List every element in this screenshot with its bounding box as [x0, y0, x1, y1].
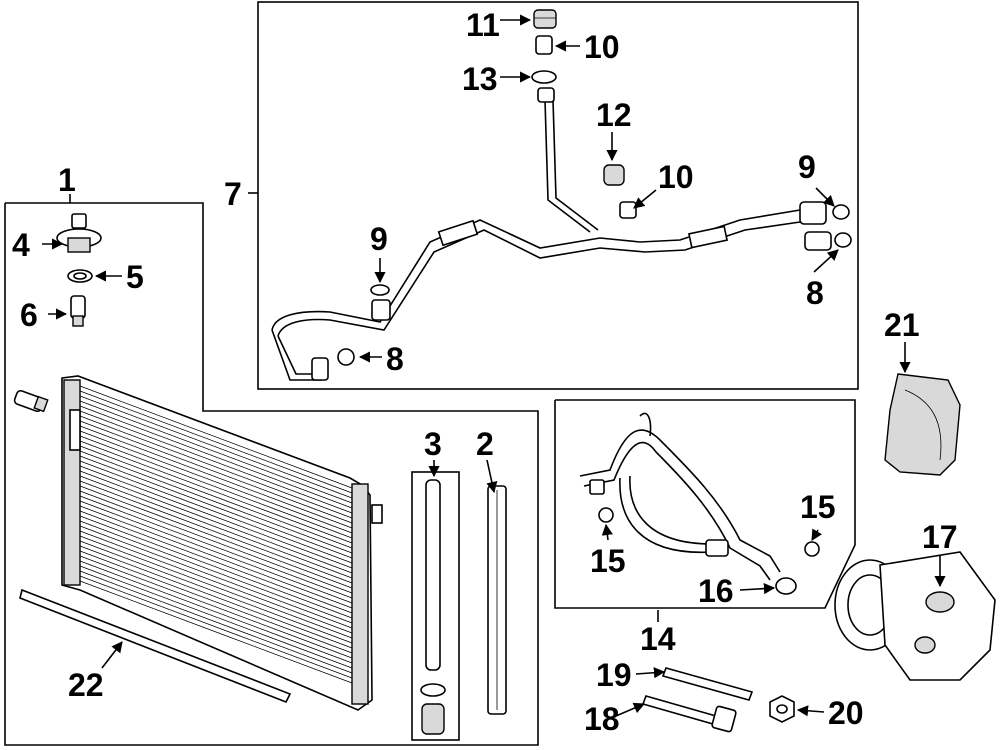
- callout-9-right: 9: [798, 149, 816, 185]
- seal-strip-22: [19, 588, 292, 704]
- condenser: [61, 375, 383, 711]
- condenser-fin: [79, 575, 353, 679]
- condenser-fin: [79, 385, 353, 489]
- condenser-fin: [79, 450, 353, 554]
- callout-16: 16: [698, 573, 734, 609]
- bolt-19: [661, 667, 754, 701]
- condenser-fin: [79, 550, 353, 654]
- callout-22: 22: [68, 667, 104, 703]
- condenser-fin: [79, 570, 353, 674]
- condenser-fin: [79, 580, 353, 684]
- compressor-17: [834, 551, 996, 681]
- condenser-fin: [79, 535, 353, 639]
- leader-lines: [42, 14, 946, 717]
- callout-8-right: 8: [806, 275, 824, 311]
- callout-19: 19: [596, 657, 632, 693]
- condenser-fin: [79, 395, 353, 499]
- condenser-fin: [79, 390, 353, 494]
- callout-20: 20: [828, 695, 864, 731]
- condenser-fin: [79, 430, 353, 534]
- condenser-fin: [79, 505, 353, 609]
- condenser-fin: [79, 555, 353, 659]
- valve-core-6: [70, 295, 86, 327]
- callout-15-right: 15: [800, 489, 836, 525]
- callout-7: 7: [224, 176, 242, 212]
- desiccant-2: [487, 485, 507, 715]
- o-rings-15-16: [598, 507, 820, 595]
- condenser-fin: [79, 540, 353, 644]
- condenser-fin: [79, 405, 353, 509]
- condenser-fin: [79, 530, 353, 634]
- condenser-fin: [79, 410, 353, 514]
- condenser-fin: [79, 500, 353, 604]
- o-ring-13: [531, 70, 557, 84]
- lines-group-frame: [257, 1, 859, 390]
- callout-10-top: 10: [584, 29, 620, 65]
- callout-10-mid: 10: [658, 159, 694, 195]
- condenser-fin: [79, 420, 353, 524]
- callout-17: 17: [922, 519, 958, 555]
- callout-6: 6: [20, 297, 38, 333]
- condenser-fin: [79, 465, 353, 569]
- callout-15-left: 15: [590, 543, 626, 579]
- condenser-fin: [79, 545, 353, 649]
- condenser-fin: [79, 515, 353, 619]
- callout-14: 14: [640, 621, 676, 657]
- hose-14: [579, 412, 781, 581]
- condenser-fin: [79, 470, 353, 574]
- callout-12: 12: [596, 97, 632, 133]
- callout-4: 4: [12, 227, 30, 263]
- condenser-fin: [79, 485, 353, 589]
- condenser-fin: [79, 440, 353, 544]
- callout-3: 3: [424, 426, 442, 462]
- valve-10b: [619, 201, 637, 219]
- condenser-fin: [79, 510, 353, 614]
- nut-20: [769, 695, 795, 723]
- callout-9-left: 9: [370, 221, 388, 257]
- condenser-plug: [13, 389, 49, 413]
- condenser-group-frame: [4, 202, 539, 746]
- condenser-fin: [79, 415, 353, 519]
- cap-12: [603, 164, 625, 186]
- callout-11: 11: [466, 7, 500, 43]
- callout-5: 5: [126, 259, 144, 295]
- condenser-fin: [79, 460, 353, 564]
- condenser-fin: [79, 525, 353, 629]
- drier-3: [420, 479, 446, 735]
- condenser-fin: [79, 490, 353, 594]
- condenser-fin: [79, 475, 353, 579]
- pressure-switch: [56, 213, 102, 253]
- hose-group-frame: [554, 399, 856, 609]
- fitting-11: [533, 9, 557, 29]
- condenser-fin: [79, 425, 353, 529]
- callout-1: 1: [58, 162, 76, 198]
- callout-18: 18: [584, 701, 620, 737]
- condenser-fin: [79, 520, 353, 624]
- callout-8-lower: 8: [386, 341, 404, 377]
- shield-21: [884, 373, 961, 476]
- condenser-fin: [79, 560, 353, 664]
- condenser-fin: [79, 435, 353, 539]
- condenser-fin: [79, 480, 353, 584]
- callout-13: 13: [462, 61, 498, 97]
- valve-10: [535, 35, 553, 55]
- condenser-fin: [79, 400, 353, 504]
- o-ring-5: [67, 269, 93, 283]
- callout-21: 21: [884, 307, 920, 343]
- condenser-fin: [79, 455, 353, 559]
- bolt-18: [641, 695, 737, 733]
- condenser-fin: [79, 495, 353, 599]
- ac-lines: [271, 87, 832, 381]
- o-rings-8-9: [337, 204, 852, 366]
- callout-2: 2: [476, 426, 494, 462]
- condenser-fin: [79, 565, 353, 669]
- callout-labels: 1 2 3 4 5 6 7 8 8 9 9 10 10 11 12 13 14 …: [12, 7, 958, 737]
- condenser-fin: [79, 445, 353, 549]
